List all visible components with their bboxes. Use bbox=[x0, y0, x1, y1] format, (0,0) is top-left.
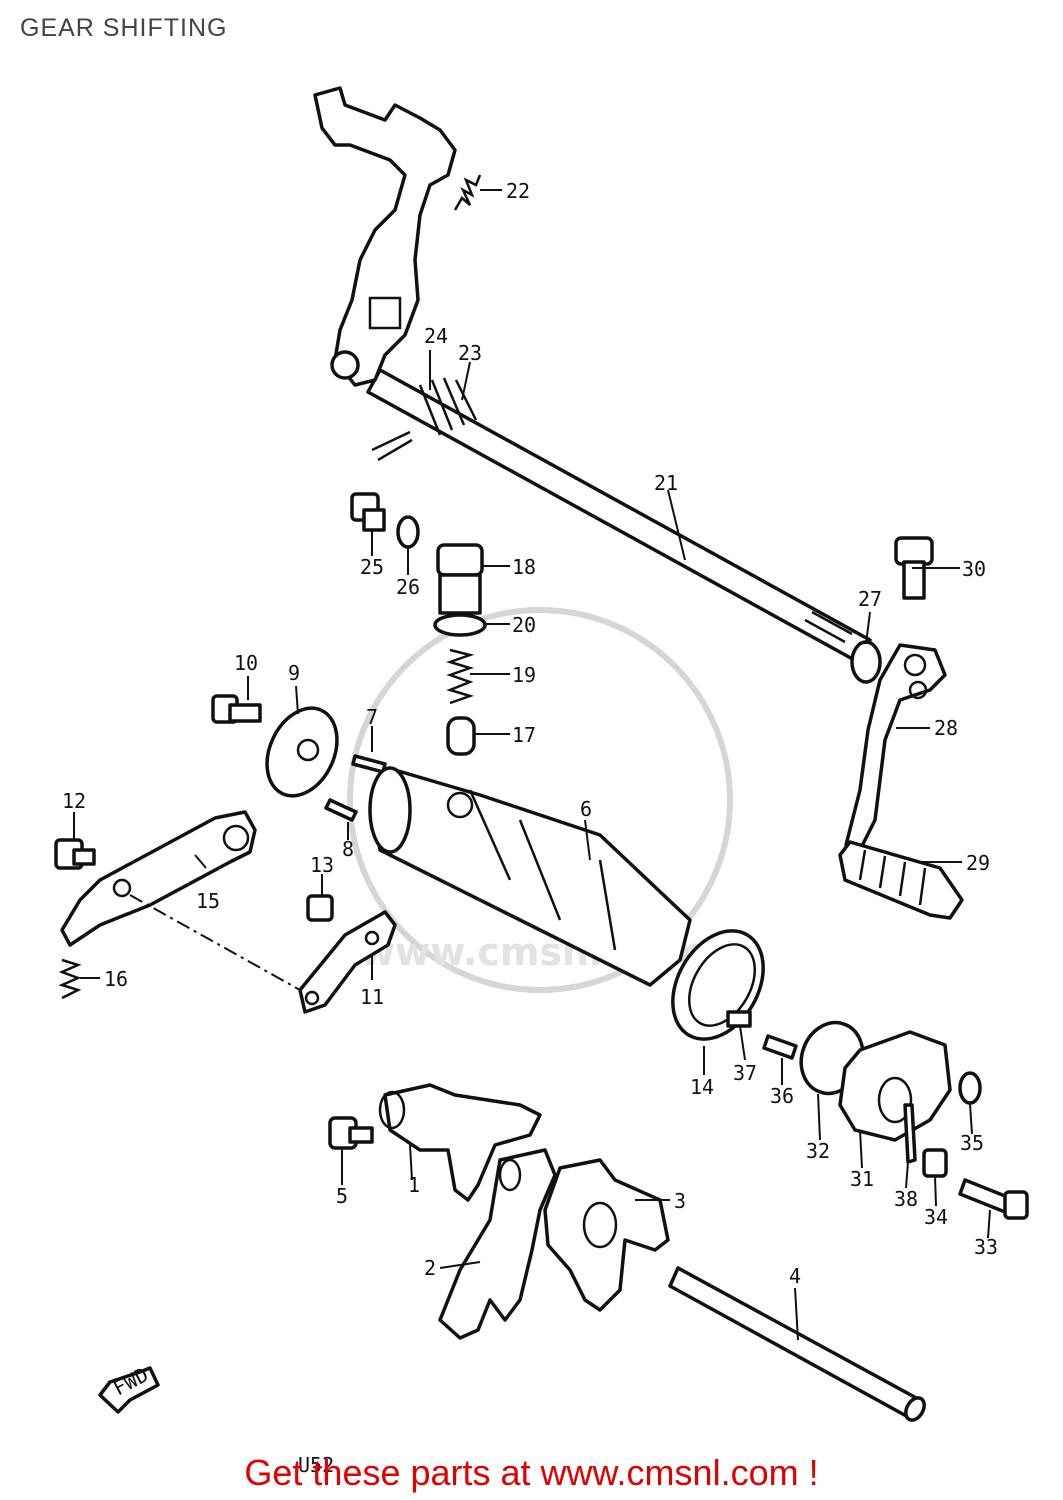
page-title: GEAR SHIFTING bbox=[20, 14, 228, 42]
callout-29: 29 bbox=[966, 851, 990, 875]
gasket bbox=[433, 613, 487, 637]
bolt-13 bbox=[306, 894, 334, 922]
cam-plate bbox=[265, 706, 339, 798]
washer-26 bbox=[396, 515, 420, 549]
gearshift-arm bbox=[313, 86, 457, 387]
callout-33: 33 bbox=[974, 1235, 998, 1259]
callout-32: 32 bbox=[806, 1139, 830, 1163]
callout-3: 3 bbox=[674, 1189, 686, 1213]
pin-36 bbox=[762, 1034, 798, 1060]
plug-bolt bbox=[436, 543, 484, 615]
callout-17: 17 bbox=[512, 723, 536, 747]
gearshift-lever bbox=[844, 643, 947, 852]
cam-stopper-plate bbox=[60, 810, 257, 947]
gearshift-cam-drum bbox=[368, 766, 692, 987]
callout-35: 35 bbox=[960, 1131, 984, 1155]
callout-24: 24 bbox=[424, 324, 448, 348]
callout-22: 22 bbox=[506, 179, 530, 203]
callout-26: 26 bbox=[396, 575, 420, 599]
bolt-5 bbox=[328, 1116, 374, 1150]
forward-arrow: FWD bbox=[98, 1362, 160, 1414]
callout-23: 23 bbox=[458, 341, 482, 365]
return-spring bbox=[453, 174, 482, 211]
shift-fork-2 bbox=[438, 1148, 557, 1340]
callout-5: 5 bbox=[336, 1184, 348, 1208]
callout-16: 16 bbox=[104, 967, 128, 991]
callout-12: 12 bbox=[62, 789, 86, 813]
alignment-line bbox=[129, 894, 301, 991]
stopper-spring bbox=[445, 648, 475, 705]
callout-37: 37 bbox=[733, 1061, 757, 1085]
shift-fork-1 bbox=[378, 1083, 542, 1202]
callout-20: 20 bbox=[512, 613, 536, 637]
callout-31: 31 bbox=[850, 1167, 874, 1191]
pin-7 bbox=[351, 754, 387, 774]
callout-7: 7 bbox=[366, 705, 378, 729]
callout-34: 34 bbox=[924, 1205, 948, 1229]
callout-10: 10 bbox=[234, 651, 258, 675]
callout-8: 8 bbox=[342, 837, 354, 861]
lever-38 bbox=[903, 1103, 917, 1164]
washer-27 bbox=[850, 640, 882, 684]
fork-shaft bbox=[668, 1266, 926, 1422]
lever-rubber bbox=[838, 840, 964, 920]
callout-13: 13 bbox=[310, 853, 334, 877]
callout-25: 25 bbox=[360, 555, 384, 579]
callout-11: 11 bbox=[360, 985, 384, 1009]
shaft-spring bbox=[371, 377, 478, 462]
callout-15: 15 bbox=[196, 889, 220, 913]
shift-fork-3 bbox=[543, 1158, 670, 1312]
stopper-pin bbox=[446, 716, 476, 756]
bolt-33 bbox=[958, 1178, 1029, 1220]
callout-36: 36 bbox=[770, 1084, 794, 1108]
nut-34 bbox=[922, 1148, 948, 1178]
drum-pin-37 bbox=[726, 1010, 752, 1028]
callout-6: 6 bbox=[580, 797, 592, 821]
callout-18: 18 bbox=[512, 555, 536, 579]
bolt-30 bbox=[894, 536, 934, 600]
callout-labels: 1 2 3 4 5 6 7 8 9 10 11 12 13 14 15 16 1… bbox=[62, 179, 998, 1288]
callout-38: 38 bbox=[894, 1187, 918, 1211]
callout-28: 28 bbox=[934, 716, 958, 740]
bolt-12 bbox=[54, 838, 96, 870]
bolt-10 bbox=[211, 694, 262, 724]
pin-8 bbox=[324, 798, 358, 822]
washer-35 bbox=[958, 1071, 982, 1105]
bolt-25 bbox=[350, 492, 386, 532]
leader-lines bbox=[73, 189, 991, 1341]
cam-stopper-11 bbox=[298, 910, 397, 1014]
callout-14: 14 bbox=[690, 1075, 714, 1099]
callout-2: 2 bbox=[424, 1256, 436, 1280]
callout-19: 19 bbox=[512, 663, 536, 687]
stopper-spring-16 bbox=[58, 958, 82, 1000]
callout-4: 4 bbox=[789, 1264, 801, 1288]
callout-9: 9 bbox=[288, 661, 300, 685]
callout-21: 21 bbox=[654, 471, 678, 495]
callout-27: 27 bbox=[858, 587, 882, 611]
callout-1: 1 bbox=[408, 1173, 420, 1197]
parts-link[interactable]: Get these parts at www.cmsnl.com ! bbox=[244, 1452, 819, 1493]
diagram-code: U52 bbox=[298, 1453, 334, 1477]
callout-30: 30 bbox=[962, 557, 986, 581]
